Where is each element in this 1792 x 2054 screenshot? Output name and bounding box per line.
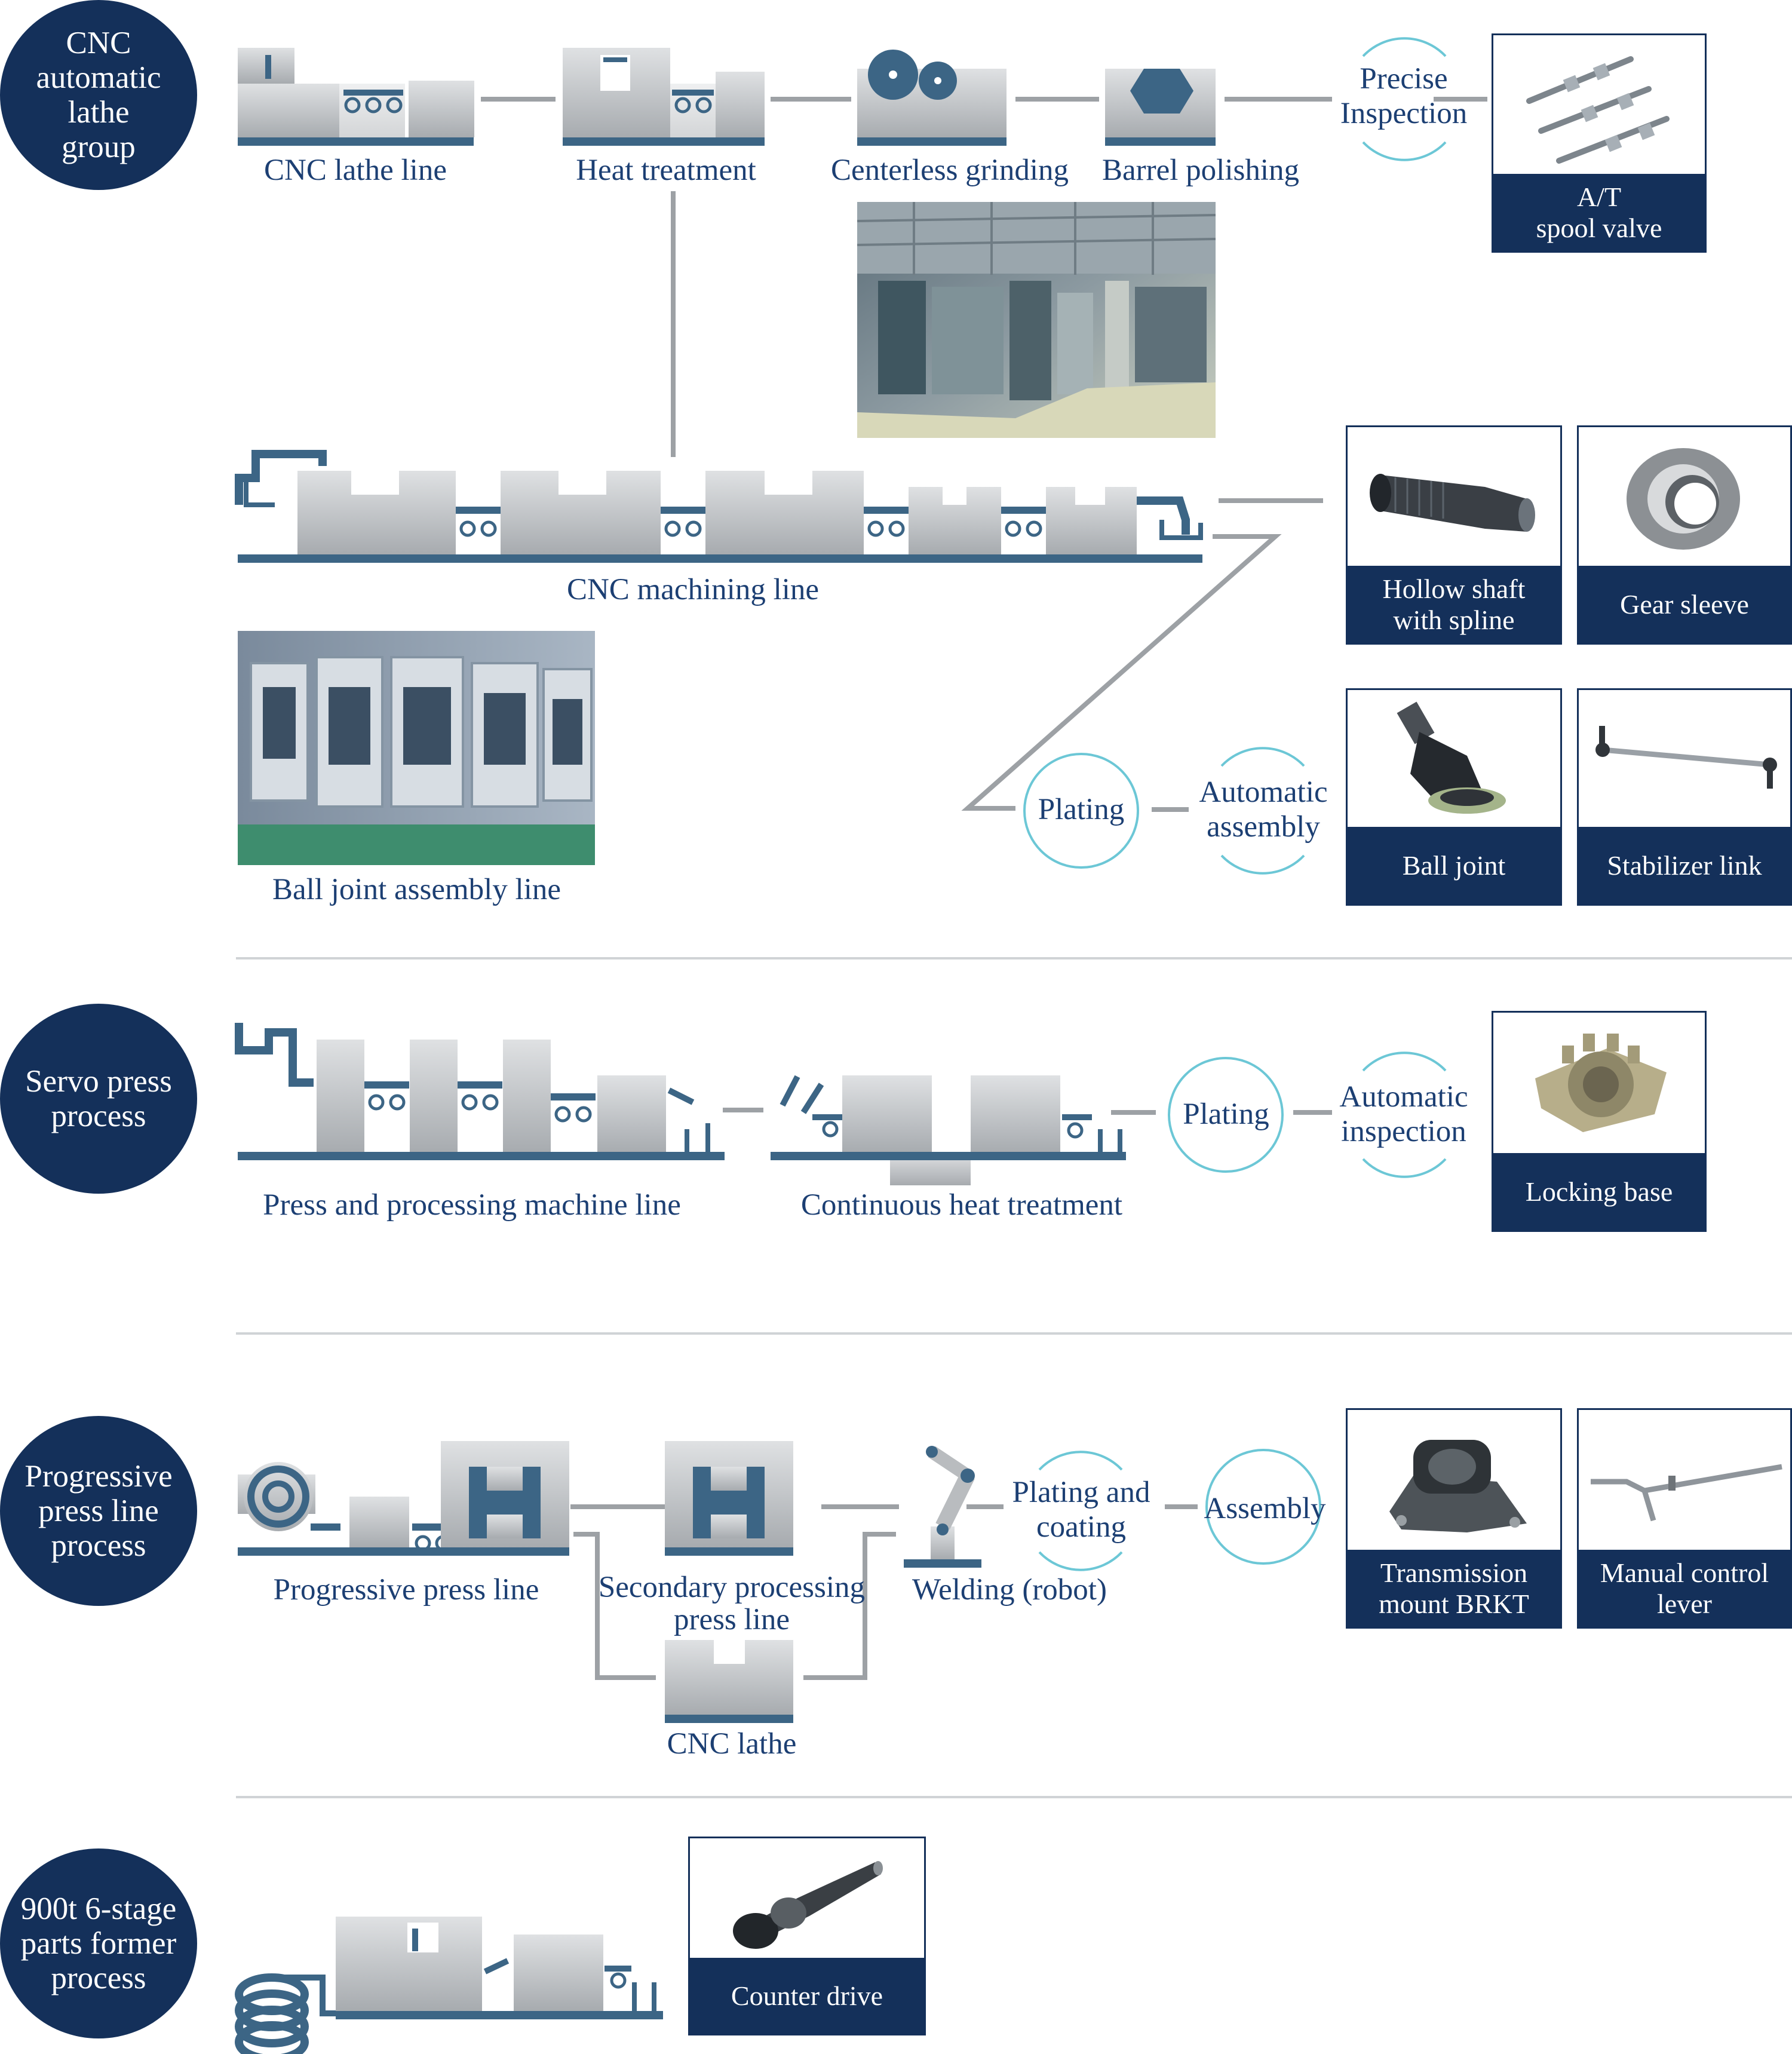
product-card-gear-sleeve: Gear sleeve bbox=[1577, 425, 1792, 645]
heat-treatment-furnace-icon bbox=[771, 1075, 1126, 1185]
ring-label-plating-and-coating: Plating and coating bbox=[1012, 1476, 1150, 1544]
product-caption: Ball joint bbox=[1348, 827, 1560, 904]
product-caption: A/T spool valve bbox=[1493, 174, 1705, 251]
product-caption: Locking base bbox=[1493, 1153, 1705, 1230]
step-label-heat-treatment: Heat treatment bbox=[576, 154, 756, 187]
coil-icon bbox=[238, 1462, 340, 1531]
step-label-centerless-grinding: Centerless grinding bbox=[830, 154, 1069, 187]
robot-arm-icon bbox=[904, 1446, 981, 1568]
press-line-icon bbox=[235, 1023, 725, 1160]
ring-label-assembly: Assembly bbox=[1204, 1492, 1326, 1525]
grinding-wheel-icon bbox=[857, 50, 1007, 146]
ring-plating-1 bbox=[1023, 753, 1139, 869]
connector-lines-row3 bbox=[570, 1504, 1198, 1680]
product-caption: Gear sleeve bbox=[1579, 566, 1790, 643]
step-label-welding-robot: Welding (robot) bbox=[912, 1573, 1107, 1607]
ring-label-precise-inspection: Precise Inspection bbox=[1340, 62, 1468, 130]
step-label-ball-joint-assembly-line: Ball joint assembly line bbox=[272, 873, 561, 906]
process-badge-parts-former: 900t 6-stage parts former process bbox=[0, 1848, 197, 2038]
ball-joint-assembly-photo bbox=[238, 631, 595, 865]
product-card-transmission-mount: Transmission mount BRKT bbox=[1346, 1408, 1562, 1629]
barrel-icon bbox=[1105, 69, 1216, 146]
ring-automatic-inspection bbox=[1362, 1051, 1447, 1178]
product-card-manual-control-lever: Manual control lever bbox=[1577, 1408, 1792, 1629]
machine-line-icon bbox=[235, 450, 1203, 563]
gear-sleeve-image bbox=[1579, 427, 1790, 566]
ring-label-automatic-inspection: Automatic inspection bbox=[1339, 1080, 1468, 1148]
product-caption: Hollow shaft with spline bbox=[1348, 566, 1560, 643]
ball-joint-image bbox=[1348, 690, 1560, 827]
ring-label-plating: Plating bbox=[1038, 793, 1125, 826]
product-caption: Counter drive bbox=[690, 1958, 924, 2034]
process-badge-servo-press: Servo press process bbox=[0, 1004, 197, 1194]
manual-control-lever-image bbox=[1579, 1410, 1790, 1550]
process-badge-progressive-press: Progressive press line process bbox=[0, 1416, 197, 1606]
product-card-locking-base: Locking base bbox=[1492, 1011, 1707, 1232]
step-label-press-processing-machine-line: Press and processing machine line bbox=[263, 1188, 681, 1222]
step-label-cnc-lathe: CNC lathe bbox=[667, 1727, 797, 1761]
ring-label-plating-2: Plating bbox=[1183, 1097, 1269, 1131]
product-card-counter-drive: Counter drive bbox=[688, 1837, 926, 2035]
step-label-continuous-heat-treatment: Continuous heat treatment bbox=[800, 1188, 1123, 1222]
step-label-progressive-press-line: Progressive press line bbox=[273, 1573, 539, 1607]
step-label-barrel-polishing: Barrel polishing bbox=[1101, 154, 1300, 187]
process-badge-cnc-lathe-group: CNC automatic lathe group bbox=[0, 0, 197, 190]
step-label-cnc-machining-line: CNC machining line bbox=[566, 573, 820, 606]
ring-plating-2 bbox=[1168, 1057, 1284, 1173]
factory-photo bbox=[857, 202, 1216, 438]
heat-treatment-icon bbox=[563, 48, 765, 146]
product-caption: Manual control lever bbox=[1579, 1550, 1790, 1627]
product-caption: Stabilizer link bbox=[1579, 827, 1790, 904]
ring-assembly bbox=[1205, 1449, 1321, 1565]
connector-lines-row1 bbox=[481, 97, 1487, 457]
product-card-ball-joint: Ball joint bbox=[1346, 688, 1562, 906]
secondary-press-icon bbox=[665, 1441, 793, 1556]
transmission-mount-image bbox=[1348, 1410, 1560, 1550]
product-card-at-spool-valve: A/T spool valve bbox=[1492, 33, 1707, 253]
step-label-secondary-processing-press-line: Secondary processing press line bbox=[598, 1571, 866, 1636]
step-label-cnc-lathe-line: CNC lathe line bbox=[264, 154, 447, 187]
ring-label-automatic-assembly: Automatic assembly bbox=[1199, 775, 1328, 844]
spool-valve-image bbox=[1493, 35, 1705, 174]
cnc-lathe-line-icon bbox=[238, 48, 474, 146]
ring-precise-inspection bbox=[1362, 37, 1447, 161]
ring-automatic-assembly bbox=[1220, 747, 1305, 875]
product-caption: Transmission mount BRKT bbox=[1348, 1550, 1560, 1627]
cnc-lathe-icon bbox=[665, 1640, 793, 1723]
product-card-stabilizer-link: Stabilizer link bbox=[1577, 688, 1792, 906]
locking-base-image bbox=[1493, 1013, 1705, 1153]
counter-drive-image bbox=[690, 1838, 924, 1958]
ring-plating-and-coating bbox=[1038, 1451, 1123, 1571]
parts-former-icon bbox=[235, 1917, 663, 2054]
connector-lines-row2 bbox=[961, 498, 1323, 812]
press-icon bbox=[238, 1441, 569, 1556]
hollow-shaft-image bbox=[1348, 427, 1560, 566]
stabilizer-link-image bbox=[1579, 690, 1790, 827]
product-card-hollow-shaft: Hollow shaft with spline bbox=[1346, 425, 1562, 645]
